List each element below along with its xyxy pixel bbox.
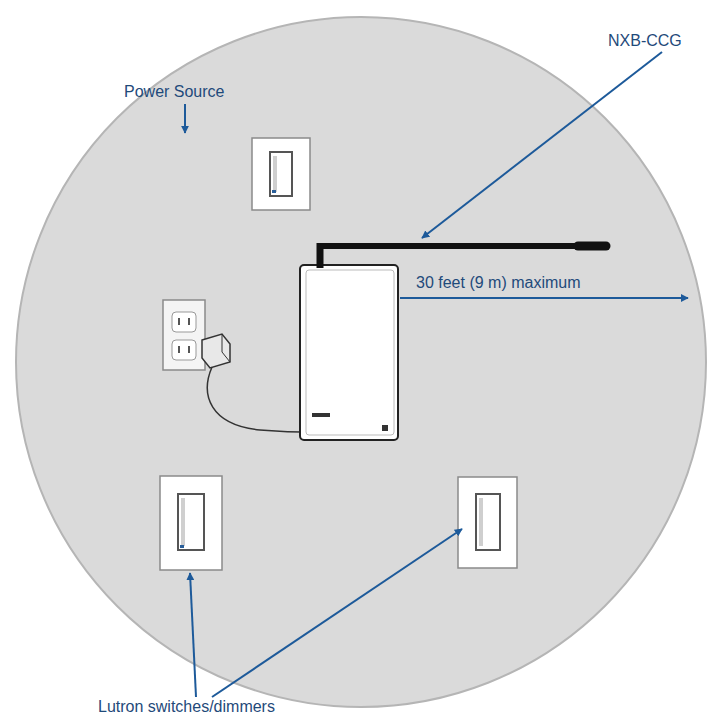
bridge-device (300, 243, 606, 440)
switch-symbol (252, 138, 310, 210)
outlet-symbol (163, 300, 205, 370)
switch-symbol (458, 477, 517, 568)
dimension-label: 30 feet (9 m) maximum (416, 274, 580, 292)
part-label: NXB-CCG (608, 32, 682, 50)
leader-arrow (184, 104, 186, 133)
switch-symbol (160, 476, 222, 570)
part-label: Power Source (124, 83, 225, 101)
part-label: Lutron switches/dimmers (98, 698, 275, 716)
leader-arrow (212, 529, 462, 697)
leader-arrow (422, 52, 662, 238)
range-circle (16, 17, 706, 707)
leader-arrow (190, 573, 196, 697)
dimension-arrow (400, 297, 688, 299)
